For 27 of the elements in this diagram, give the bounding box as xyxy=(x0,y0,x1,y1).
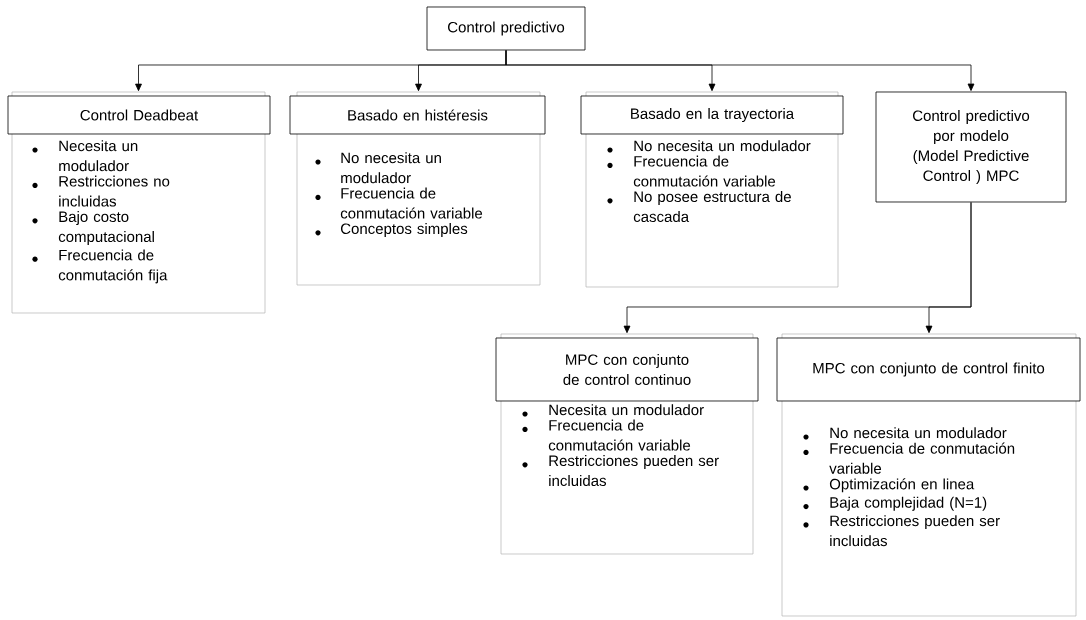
process-box: Control predictivo xyxy=(426,6,586,51)
list-item: No necesita un modulador xyxy=(803,427,1007,440)
process-box: Control predictivo por modelo (Model Predictive Control ) MPC xyxy=(875,91,1067,203)
header-box: Control Deadbeat xyxy=(7,95,271,135)
list-item: Restricciones pueden ser incluidas xyxy=(803,515,1000,547)
header-box: Basado en la trayectoria xyxy=(580,95,844,135)
list-item: No necesita un modulador xyxy=(607,140,811,153)
arrow xyxy=(925,202,972,334)
list-item: Bajo costo computacional xyxy=(32,211,154,245)
header-box: MPC con conjunto de control finito xyxy=(776,337,1081,402)
arrow xyxy=(505,50,975,91)
list-item: Baja complejidad (N=1) xyxy=(803,496,987,511)
list-item: Optimización en linea xyxy=(803,478,975,493)
list-item: Conceptos simples xyxy=(315,223,468,237)
list-item: Necesita un modulador xyxy=(522,404,704,417)
list-item: Restricciones no incluidas xyxy=(32,175,170,207)
list-item: No posee estructura de cascada xyxy=(607,191,791,223)
list-item: Frecuencia de conmutación variable xyxy=(315,187,483,219)
list-item: Frecuencia de conmutación variable xyxy=(607,155,776,187)
header-box: MPC con conjunto de control continuo xyxy=(495,337,759,402)
header-box: Basado en histéresis xyxy=(289,95,546,135)
list-item: Frecuencia de conmutación fija xyxy=(32,249,168,284)
list-item: Necesita un modulador xyxy=(32,140,138,172)
list-item: Restricciones pueden ser incluidas xyxy=(522,455,719,487)
list-item: Frecuencia de conmutación variable xyxy=(803,442,1015,474)
list-item: No necesita un modulador xyxy=(315,152,441,184)
list-item: Frecuencia de conmutación variable xyxy=(522,419,691,451)
